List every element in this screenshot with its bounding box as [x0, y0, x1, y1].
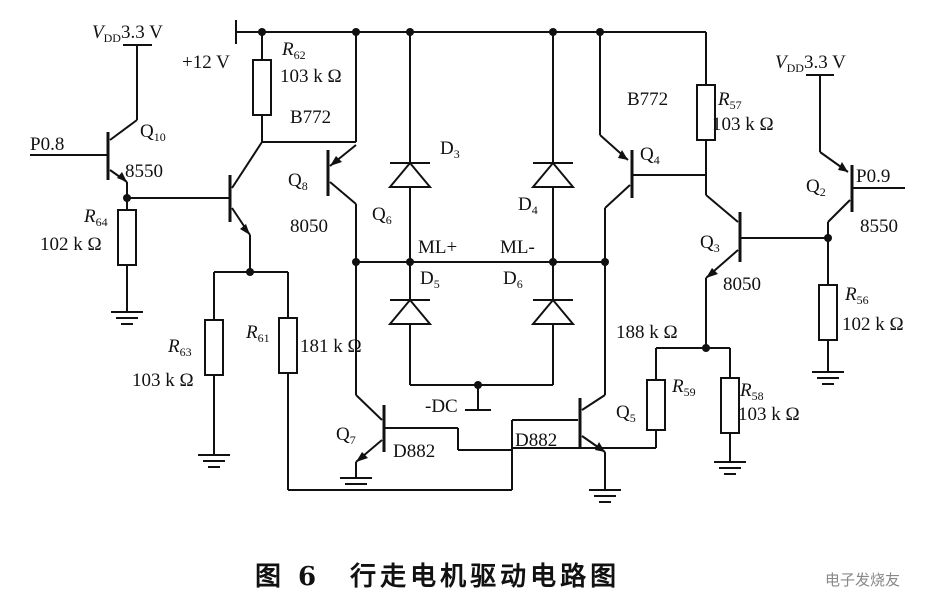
dc-label: -DC: [425, 396, 458, 417]
q3-stage: [656, 32, 828, 352]
q3-type: 8050: [723, 274, 761, 295]
q10-type: 8550: [125, 161, 163, 182]
r58-value: 103 k Ω: [738, 404, 800, 425]
q3-label: Q3: [700, 232, 720, 255]
ml-minus-label: ML-: [500, 237, 535, 258]
vdd-left-label: VDD3.3 V: [92, 22, 163, 45]
r64-label: R64: [83, 206, 108, 229]
r59-label: R59: [671, 376, 696, 399]
q2-stage: [806, 74, 905, 385]
b772-left-label: B772: [290, 107, 331, 128]
q4-stage: [599, 32, 706, 395]
q7-label: Q7: [336, 424, 356, 447]
q2-type: 8550: [860, 216, 898, 237]
r63-label: R63: [167, 336, 192, 359]
q10-label: Q10: [140, 121, 166, 144]
q5-type: D882: [515, 430, 557, 451]
q2-label: Q2: [806, 176, 826, 199]
q6-label: Q6: [372, 204, 392, 227]
q8-q6-stage: [326, 144, 500, 395]
component-labels: VDD3.3 V P0.8 Q10 8550 R64 102 k Ω +12 V…: [30, 22, 904, 462]
r56-label: R56: [844, 284, 869, 307]
p08-label: P0.8: [30, 134, 64, 155]
diode-left-column: [387, 32, 553, 411]
q7-type: D882: [393, 441, 435, 462]
r59-r58-stage: [512, 348, 746, 475]
r57-label: R57: [717, 89, 742, 112]
r58-label: R58: [739, 380, 764, 403]
r61-label: R61: [245, 322, 270, 345]
q8-type: 8050: [290, 216, 328, 237]
q7-stage: [340, 394, 512, 491]
r62-label: R62: [281, 39, 306, 62]
r57-value: 103 k Ω: [712, 114, 774, 135]
d6-label: D6: [503, 268, 523, 291]
r56-value: 102 k Ω: [842, 314, 904, 335]
vdd-right-label: VDD3.3 V: [775, 52, 846, 75]
q8-label: Q8: [288, 170, 308, 193]
q4-label: Q4: [640, 144, 660, 167]
d4-label: D4: [518, 194, 538, 217]
r64-value: 102 k Ω: [40, 234, 102, 255]
q5-stage: [511, 394, 621, 503]
d3-label: D3: [440, 138, 460, 161]
r63-value: 103 k Ω: [132, 370, 194, 391]
r59-value: 188 k Ω: [616, 322, 678, 343]
plus12-label: +12 V: [182, 52, 230, 73]
watermark: 电子发烧友: [825, 571, 900, 589]
r62-value: 103 k Ω: [280, 66, 342, 87]
ml-plus-label: ML+: [418, 237, 457, 258]
diode-right-column: [497, 32, 609, 385]
p09-label: P0.9: [856, 166, 890, 187]
q10-stage: [30, 44, 230, 325]
left-pnp-stage: [198, 32, 512, 491]
supply-rail: [235, 20, 706, 44]
b772-right-label: B772: [627, 89, 668, 110]
figure-caption: 图 6 行走电机驱动电路图: [255, 561, 620, 592]
d5-label: D5: [420, 268, 440, 291]
r61-value: 181 k Ω: [300, 336, 362, 357]
q5-label: Q5: [616, 402, 636, 425]
